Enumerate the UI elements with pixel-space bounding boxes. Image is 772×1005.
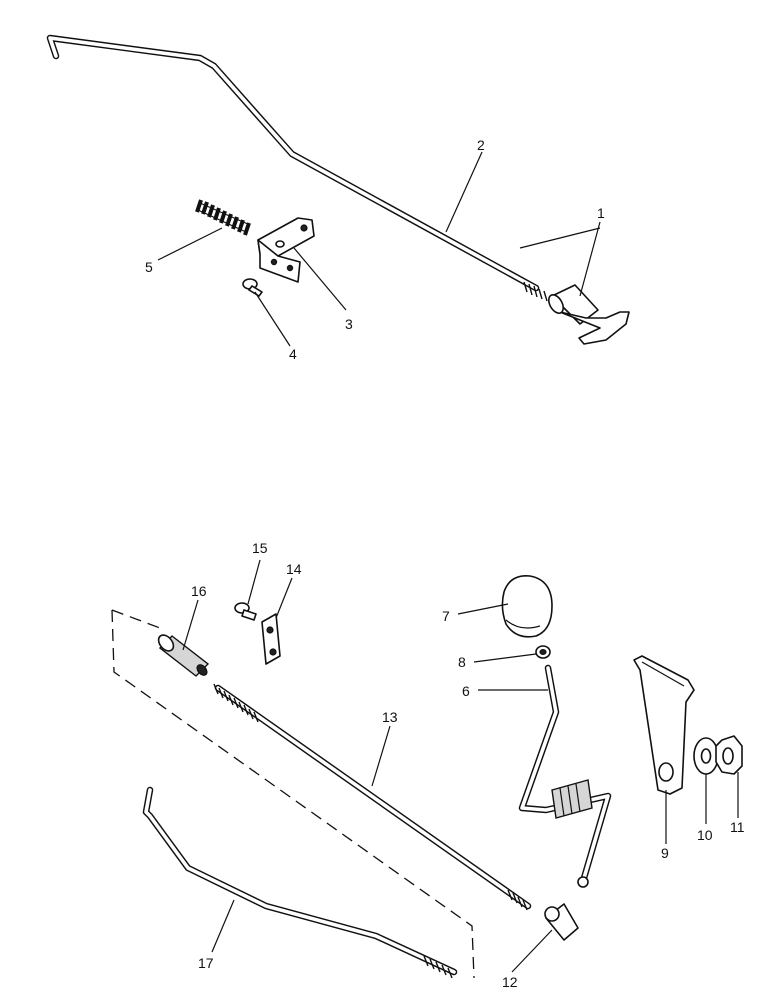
callout-1: 1 <box>597 205 605 221</box>
leader-16 <box>182 599 199 651</box>
leader-7 <box>457 603 509 615</box>
leader-17 <box>211 899 235 953</box>
callout-5: 5 <box>145 259 153 275</box>
leader-3 <box>293 247 347 311</box>
control-rod-upper <box>46 34 548 302</box>
callout-3: 3 <box>345 316 353 332</box>
dashed-outline <box>111 609 475 979</box>
callout-9: 9 <box>661 845 669 861</box>
leader-5 <box>157 227 223 261</box>
coil-spring <box>195 199 251 236</box>
callout-15: 15 <box>252 540 268 556</box>
leader-8 <box>473 653 537 663</box>
leader-13 <box>371 725 391 787</box>
angle-bracket <box>257 217 315 283</box>
hex-nut <box>715 735 743 775</box>
callout-7: 7 <box>442 608 450 624</box>
callout-11: 11 <box>730 819 745 835</box>
flat-bracket <box>633 655 695 795</box>
callout-4: 4 <box>289 346 297 362</box>
callout-2: 2 <box>477 137 485 153</box>
screw-upper <box>242 278 263 297</box>
callout-17: 17 <box>198 955 214 971</box>
callout-6: 6 <box>462 683 470 699</box>
callout-8: 8 <box>458 654 466 670</box>
leader-4 <box>254 291 291 347</box>
crank-lever <box>518 664 612 888</box>
control-knob <box>501 575 553 638</box>
t-handle <box>547 284 630 345</box>
leader-2 <box>445 151 483 233</box>
leader-1 <box>579 221 601 297</box>
callout-14: 14 <box>286 561 302 577</box>
threaded-rod <box>213 683 532 911</box>
callout-12: 12 <box>502 974 518 990</box>
callout-13: 13 <box>382 709 398 725</box>
leader-2-offset <box>519 227 601 249</box>
callout-10: 10 <box>697 827 713 843</box>
leader-15 <box>247 559 261 605</box>
ferrule <box>535 645 551 659</box>
bent-rod-lower <box>142 786 458 979</box>
coupling-nut <box>157 634 210 677</box>
washer <box>693 737 719 775</box>
screw-lower <box>234 602 257 621</box>
mounting-plate <box>261 613 281 665</box>
ball-socket <box>544 903 579 941</box>
leader-12 <box>511 929 553 973</box>
callout-16: 16 <box>191 583 207 599</box>
leader-14 <box>275 577 293 619</box>
